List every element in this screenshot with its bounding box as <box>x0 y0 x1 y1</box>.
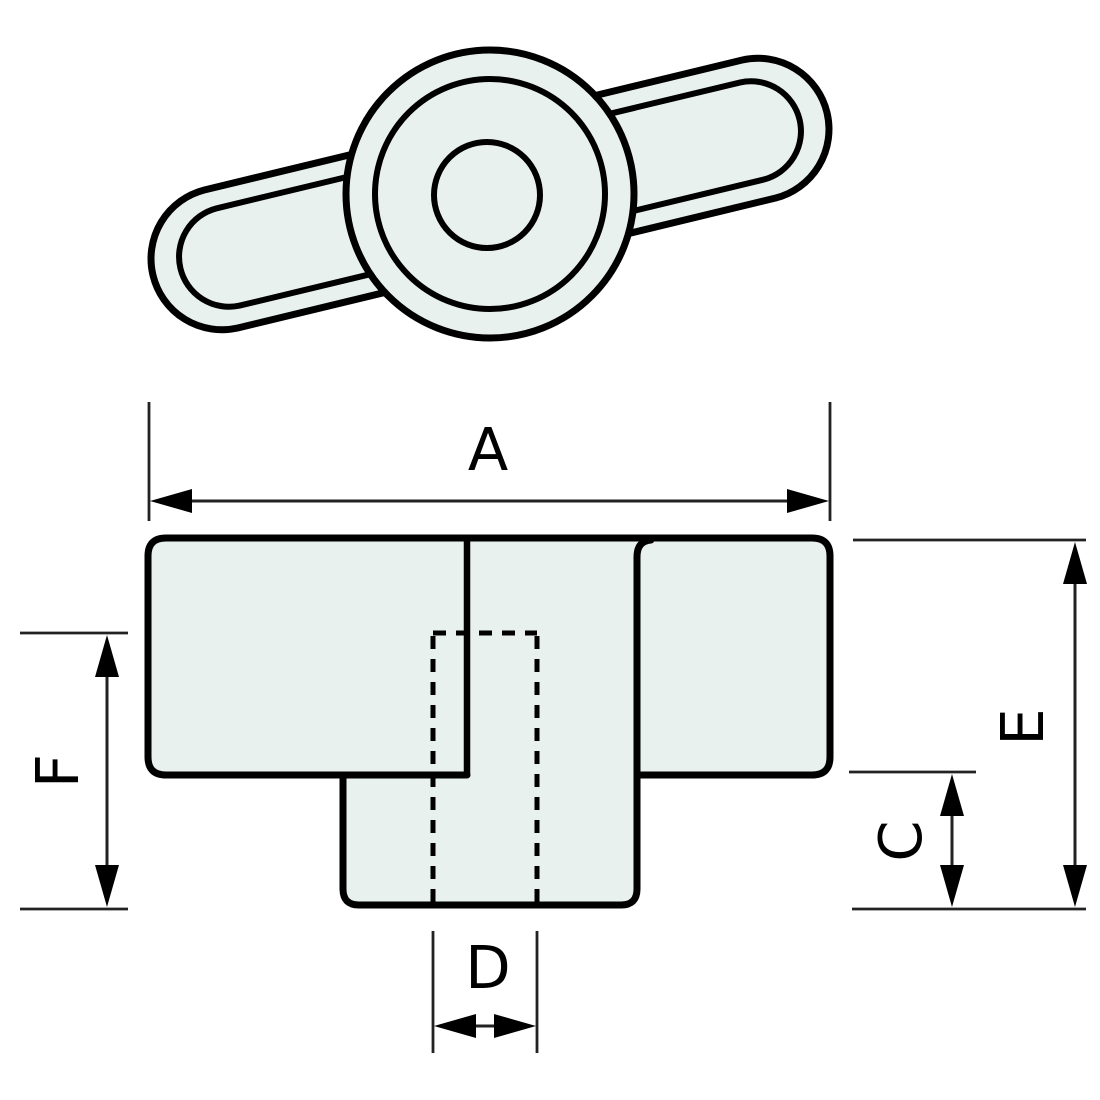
hidden-hole-outline <box>430 630 540 903</box>
dim-A-label: A <box>468 415 508 484</box>
dim-D-arrow-right <box>494 1014 536 1038</box>
dim-E-arrow-down <box>1063 865 1087 907</box>
dim-F-arrow-up <box>95 635 119 677</box>
dim-D: D <box>431 931 539 1053</box>
dim-C-arrow-down <box>940 865 964 907</box>
hub-face-circle <box>372 76 608 312</box>
knob-bar-outline <box>144 534 834 779</box>
dimension-annotations: A E C F <box>20 402 1087 1053</box>
dim-E: E <box>852 538 1087 911</box>
dim-E-arrow-up <box>1063 542 1087 584</box>
wing-inner-face-outline <box>176 78 804 310</box>
hub-outer-circle <box>342 46 638 342</box>
dim-D-arrow-left <box>434 1014 476 1038</box>
dim-C-arrow-up <box>940 774 964 816</box>
dim-E-label: E <box>988 708 1057 745</box>
dim-A-arrow-right <box>787 489 829 513</box>
center-hole-circle <box>431 139 543 251</box>
knob-bar-fill <box>148 538 830 775</box>
top-view <box>147 46 833 342</box>
dim-C: C <box>849 770 976 907</box>
hub-boss-fill <box>343 775 637 905</box>
dim-C-label: C <box>866 820 935 861</box>
dim-F-arrow-down <box>95 865 119 907</box>
front-view <box>144 534 834 909</box>
dim-A: A <box>147 402 832 521</box>
dim-A-arrow-left <box>150 489 192 513</box>
hub-boss-outline <box>339 536 655 909</box>
dim-F: F <box>20 631 128 911</box>
dim-D-label: D <box>465 933 510 1002</box>
dim-F-label: F <box>23 754 92 788</box>
